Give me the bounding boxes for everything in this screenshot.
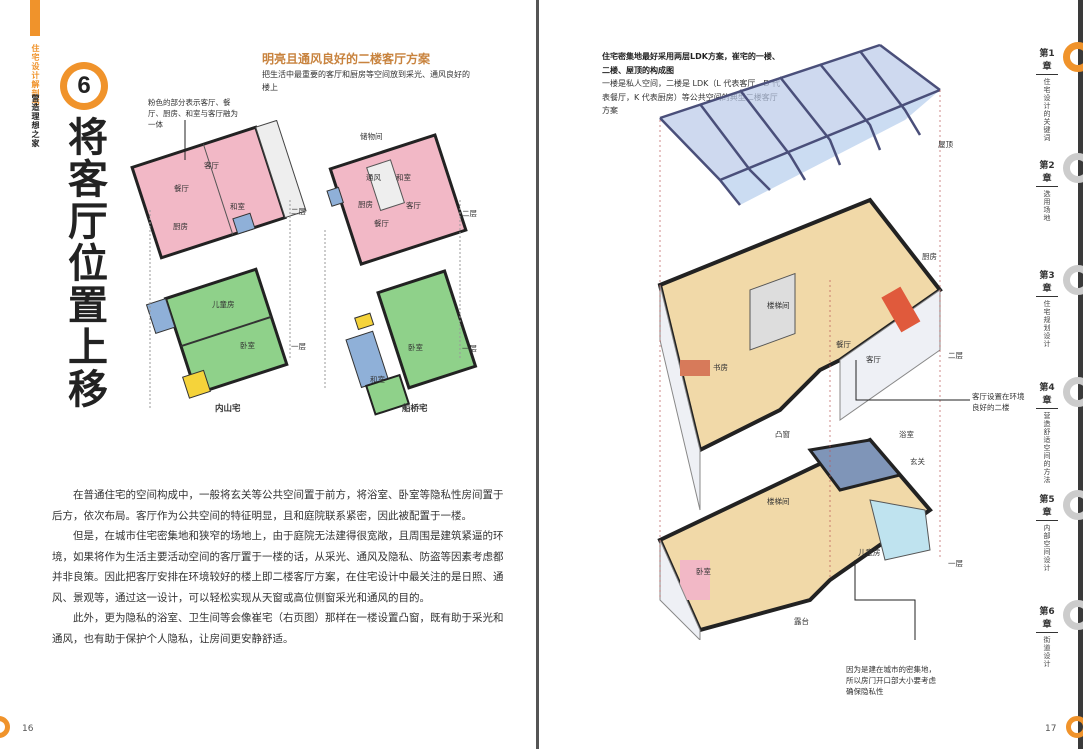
chapter-title: 内部空间设计 — [1043, 524, 1051, 572]
running-head-book: 营造理想之家 — [31, 94, 40, 148]
label-floor1: 一层 — [462, 344, 477, 353]
lower-floor — [657, 437, 933, 640]
uchiyama-lower-plan — [145, 267, 289, 399]
page-number-right: 17 — [1045, 724, 1057, 734]
label-entrance: 玄关 — [910, 457, 925, 466]
label-living: 客厅 — [406, 201, 421, 210]
diagram-note: 粉色的部分表示客厅、餐厅、厨房、和室与客厅融为一体 — [148, 98, 238, 129]
label-washitsu: 和室 — [370, 375, 385, 384]
corner-ring-decoration — [0, 716, 10, 738]
label-floor2: 二层 — [462, 209, 477, 218]
chapter-no: 第2章 — [1036, 158, 1058, 187]
body-paragraph: 此外，更为隐私的浴室、卫生间等会像崔宅（右页图）那样在一楼设置凸窗，既有助于采光… — [52, 612, 504, 645]
body-paragraph: 但是，在城市住宅密集地和狭窄的场地上，由于庭院无法建得很宽敞，且周围是建筑紧逼的… — [52, 530, 504, 604]
label-bedroom: 卧室 — [408, 343, 423, 352]
chapter-title: 选用场地 — [1043, 190, 1051, 222]
label-dining: 餐厅 — [374, 219, 389, 228]
label-dining: 餐厅 — [174, 184, 189, 193]
label-kitchen: 厨房 — [358, 200, 373, 209]
label-roof: 屋顶 — [938, 140, 953, 149]
label-stairwell: 楼梯间 — [767, 301, 790, 310]
label-bay-window: 凸窗 — [775, 430, 790, 439]
chapter-title: 街道设计 — [1043, 636, 1051, 668]
chapter-tab-marker — [30, 0, 40, 36]
label-dining: 餐厅 — [836, 340, 851, 349]
label-floor1: 一层 — [291, 342, 306, 351]
chapter-index-4[interactable]: 第4章营造舒适空间的方法 — [1036, 380, 1058, 484]
chapter-no: 第4章 — [1036, 380, 1058, 409]
section-title: 明亮且通风良好的二楼客厅方案 — [262, 52, 431, 66]
label-ventilation: 通风 — [366, 173, 381, 182]
plan-name-funabashi: 船桥宅 — [402, 404, 428, 414]
page-number-left: 16 — [22, 724, 34, 734]
page-edge — [1078, 0, 1083, 749]
label-washitsu: 和室 — [230, 202, 245, 211]
page-title: 将客厅位置上移 — [61, 116, 107, 410]
chapter-no: 第1章 — [1036, 46, 1058, 75]
glass-roof — [659, 43, 941, 206]
label-kitchen: 厨房 — [173, 222, 188, 231]
label-washitsu: 和室 — [396, 173, 411, 182]
chapter-ring — [1063, 600, 1083, 630]
label-living: 客厅 — [866, 355, 881, 364]
chapter-index-1[interactable]: 第1章住宅设计的关键词 — [1036, 46, 1058, 142]
plan-name-uchiyama: 内山宅 — [215, 404, 241, 414]
corner-ring-decoration — [1066, 716, 1083, 738]
label-kitchen: 厨房 — [922, 252, 937, 261]
chapter-index-5[interactable]: 第5章内部空间设计 — [1036, 492, 1058, 572]
chapter-title: 住宅设计的关键词 — [1043, 78, 1051, 142]
chapter-ring — [1063, 377, 1083, 407]
label-stairwell: 楼梯间 — [767, 497, 790, 506]
chapter-no: 第3章 — [1036, 268, 1058, 297]
label-floor2: 二层 — [291, 207, 306, 216]
chapter-index-3[interactable]: 第3章住宅规划设计 — [1036, 268, 1058, 348]
callout-privacy: 因为是建在城市的密集地，所以房门开口部大小要考虑确保隐私性 — [846, 665, 936, 696]
label-bedroom: 卧室 — [696, 567, 711, 576]
axonometric-drawing — [657, 43, 970, 640]
chapter-number: 6 — [67, 69, 101, 103]
label-kids-room: 儿童房 — [212, 300, 235, 309]
label-floor1: 一层 — [948, 559, 963, 568]
label-bedroom: 卧室 — [240, 341, 255, 350]
running-head-series: 住宅设计解剖书 — [31, 44, 40, 107]
chapter-index-2[interactable]: 第2章选用场地 — [1036, 158, 1058, 222]
chapter-no: 第6章 — [1036, 604, 1058, 633]
chapter-number-badge: 6 — [60, 62, 108, 110]
figure-caption: 住宅密集地最好采用两层LDK方案，崔宅的一楼、二楼、屋顶的构成图 一楼是私人空间… — [602, 50, 782, 118]
chapter-title: 住宅规划设计 — [1043, 300, 1051, 348]
chapter-no: 第5章 — [1036, 492, 1058, 521]
chapter-index-6[interactable]: 第6章街道设计 — [1036, 604, 1058, 668]
chapter-title: 营造舒适空间的方法 — [1043, 412, 1051, 484]
book-spine — [536, 0, 539, 749]
section-description: 把生活中最重要的客厅和厨房等空间放到采光、通风良好的楼上 — [262, 70, 470, 92]
callout-living-upstairs: 客厅设置在环境良好的二楼 — [972, 392, 1025, 412]
chapter-ring — [1063, 153, 1083, 183]
figure-caption-text: 一楼是私人空间，二楼是 LDK（L 代表客厅，D 代表餐厅，K 代表厨房）等公共… — [602, 79, 781, 115]
chapter-ring-active — [1063, 42, 1083, 72]
body-text: 在普通住宅的空间构成中，一般将玄关等公共空间置于前方，将浴室、卧室等隐私性房间置… — [52, 485, 504, 649]
label-living: 客厅 — [204, 161, 219, 170]
label-bath: 浴室 — [899, 430, 914, 439]
uchiyama-upper-plan — [130, 120, 307, 260]
floor-plan-diagrams — [130, 120, 478, 416]
figure-caption-title: 住宅密集地最好采用两层LDK方案，崔宅的一楼、二楼、屋顶的构成图 — [602, 52, 780, 75]
label-storage: 储物间 — [360, 132, 383, 141]
body-paragraph: 在普通住宅的空间构成中，一般将玄关等公共空间置于前方，将浴室、卧室等隐私性房间置… — [52, 489, 504, 522]
upper-floor — [657, 197, 943, 511]
label-terrace: 露台 — [794, 617, 809, 626]
label-kids-room: 儿童房 — [858, 548, 881, 557]
funabashi-lower-plan — [345, 269, 478, 416]
chapter-ring — [1063, 265, 1083, 295]
funabashi-upper-plan — [326, 133, 468, 266]
label-study: 书房 — [713, 363, 728, 372]
chapter-ring — [1063, 490, 1083, 520]
label-floor2: 二层 — [948, 351, 963, 360]
